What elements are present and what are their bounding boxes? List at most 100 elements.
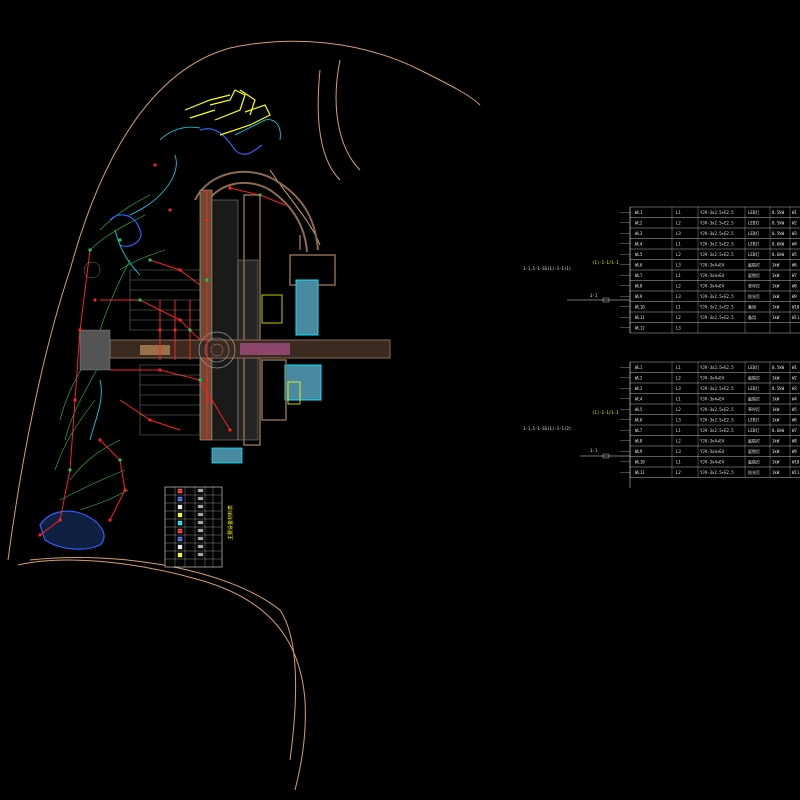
cell-code: W11 [792, 470, 800, 475]
lamp-marker [205, 278, 209, 282]
legend-swatch [197, 536, 204, 541]
legend-swatch [177, 512, 183, 518]
lamp-marker [58, 518, 62, 522]
cell-code: W6 [792, 263, 797, 268]
feeder-label: 1-1,1-1-SS(1)-1-1(1) [523, 266, 571, 271]
lamp-markers [38, 163, 262, 537]
lamp-marker [88, 248, 92, 252]
cell-load: 0.5kW [772, 365, 785, 370]
cell-phase: L1 [676, 428, 681, 433]
cell-use: 草坪灯 [748, 406, 760, 412]
cell-use: 庭院灯 [748, 262, 760, 268]
cell-use: 投光灯 [748, 469, 760, 475]
cell-circuit: WL6 [635, 418, 643, 423]
cell-phase: L1 [676, 365, 681, 370]
cell-circuit: WL8 [635, 439, 643, 444]
legend-swatch [197, 496, 204, 501]
cell-circuit: WL7 [635, 428, 643, 433]
cell-circuit: WL7 [635, 273, 643, 278]
cell-cable: YJV-3x2.5+E2.5 [700, 386, 734, 391]
cell-circuit: WL12 [635, 326, 645, 331]
cell-use: 草坪灯 [748, 283, 760, 289]
cell-cable: YJV-3x4+E4 [700, 376, 725, 381]
cell-circuit: WL5 [635, 252, 643, 257]
cell-phase: L2 [676, 407, 681, 412]
legend-swatch [197, 488, 204, 493]
cell-use: LED灯 [748, 364, 759, 370]
central-building-strip [199, 189, 261, 446]
cell-use: LED灯 [748, 230, 759, 236]
lamp-marker [118, 238, 122, 242]
cell-phase: L1 [676, 460, 681, 465]
cell-phase: L3 [676, 263, 681, 268]
cell-cable: YJV-3x4+E4 [700, 397, 725, 402]
legend-swatch [197, 544, 204, 549]
lamp-marker [178, 318, 182, 322]
legend-swatch [177, 552, 183, 558]
legend-title: 主要设备材料表 [227, 505, 234, 540]
legend-swatch [177, 536, 183, 542]
cell-cable: YJV-3x4+E4 [700, 439, 725, 444]
cell-phase: L2 [676, 252, 681, 257]
cell-use: 备用 [748, 304, 756, 310]
legend-swatch [197, 528, 204, 533]
cell-code: W3 [792, 386, 797, 391]
cell-cable: YJV-3x2.5+E2.5 [700, 252, 734, 257]
lamp-marker [228, 428, 232, 432]
cell-code: W10 [792, 305, 800, 310]
legend-swatch [197, 512, 204, 517]
breaker-label: 1-1 [590, 448, 598, 453]
cell-load: 0.5kW [772, 231, 785, 236]
cell-cable: YJV-3x2.5+E2.5 [700, 470, 734, 475]
cell-phase: L3 [676, 386, 681, 391]
cell-phase: L1 [676, 397, 681, 402]
access-road [194, 170, 319, 253]
cell-load: 0.5kW [772, 210, 785, 215]
lamp-marker [118, 458, 122, 462]
lamp-marker [148, 258, 152, 262]
cell-cable: YJV-3x4+E4 [700, 284, 725, 289]
cell-code: W5 [792, 252, 797, 257]
cell-phase: L2 [676, 470, 681, 475]
lamp-marker [138, 298, 142, 302]
cell-cable: YJV-3x2.5+E2.5 [700, 407, 734, 412]
lamp-marker [93, 298, 97, 302]
lamp-marker [158, 368, 162, 372]
cell-use: 庭院灯 [748, 459, 760, 465]
cell-load: 1kW [772, 470, 780, 475]
cell-code: W4 [792, 242, 797, 247]
cell-cable: YJV-3x2.5+E2.5 [700, 418, 734, 423]
equipment-legend-table: 主要设备材料表 [164, 486, 234, 568]
water-features [39, 128, 263, 550]
cell-code: W7 [792, 273, 797, 278]
cell-circuit: WL3 [635, 231, 643, 236]
east-buildings [211, 235, 336, 464]
cell-cable: YJV-3x4+E4 [700, 449, 725, 454]
cell-load: 0.5kW [772, 386, 785, 391]
lamp-marker [198, 378, 202, 382]
cell-circuit: WL2 [635, 221, 643, 226]
cell-load: 1kW [772, 418, 780, 423]
cell-circuit: WL2 [635, 376, 643, 381]
plazas [79, 261, 201, 436]
cell-circuit: WL9 [635, 294, 643, 299]
garden-contours [54, 194, 166, 511]
legend-swatch [177, 544, 183, 550]
cell-load: 0.6kW [772, 252, 785, 257]
lamp-marker [173, 328, 177, 332]
legend-swatch [197, 504, 204, 509]
cell-phase: L1 [676, 305, 681, 310]
breaker-label: 1-1 [590, 293, 598, 298]
